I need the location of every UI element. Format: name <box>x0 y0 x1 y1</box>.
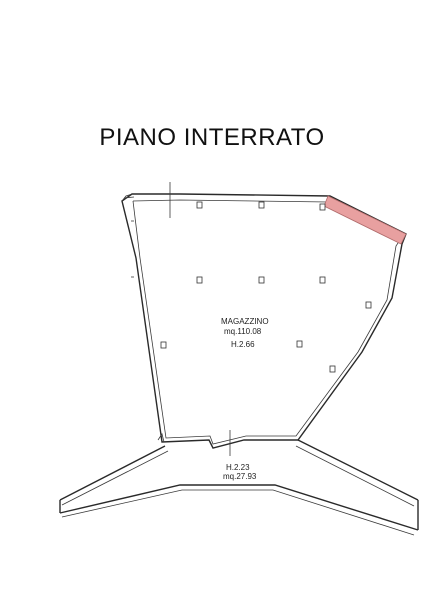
corridor-upper-left-wall <box>59 445 166 501</box>
wall-pillar <box>258 201 265 209</box>
wall-pilaster <box>160 341 167 349</box>
wall-pilaster <box>329 365 336 373</box>
corridor-lower-inner <box>61 489 415 536</box>
interior-pillar <box>196 276 203 284</box>
corridor-lower-wall <box>59 484 419 531</box>
main-room-wall <box>121 193 407 449</box>
plan-title: PIANO INTERRATO <box>99 124 325 151</box>
corner-detail <box>121 193 135 202</box>
wall-pillar <box>319 203 326 211</box>
interior-pillar <box>319 276 326 284</box>
wall-pillar <box>196 201 203 209</box>
corridor-upper-right-wall <box>297 439 419 501</box>
corridor-upper-right-inner <box>295 445 415 507</box>
corridor-upper-left-inner <box>61 450 169 506</box>
room-name-magazzino: MAGAZZINO <box>221 317 269 326</box>
room-area-corridor: mq.27.93 <box>223 472 257 481</box>
room-area-magazzino: mq.110.08 <box>224 327 262 336</box>
highlighted-wall-segment <box>323 195 407 245</box>
room-height-magazzino: H.2.66 <box>231 340 255 349</box>
wall-pilaster <box>365 301 372 309</box>
door-mark <box>157 433 165 443</box>
interior-pillar <box>296 340 303 348</box>
interior-pillar <box>258 276 265 284</box>
room-height-corridor: H.2.23 <box>226 463 250 472</box>
